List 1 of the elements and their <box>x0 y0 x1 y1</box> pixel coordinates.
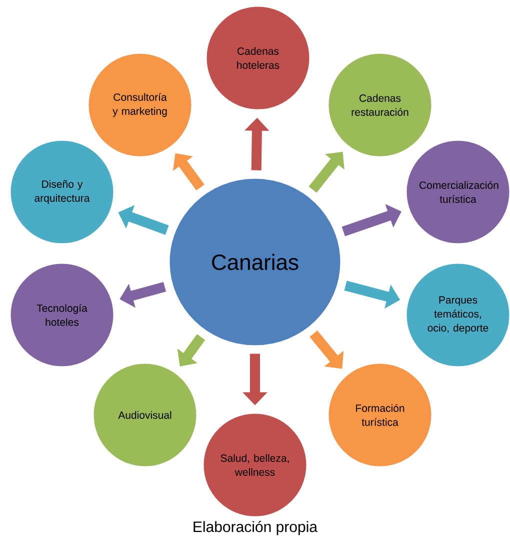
caption: Elaboración propia <box>194 520 318 536</box>
